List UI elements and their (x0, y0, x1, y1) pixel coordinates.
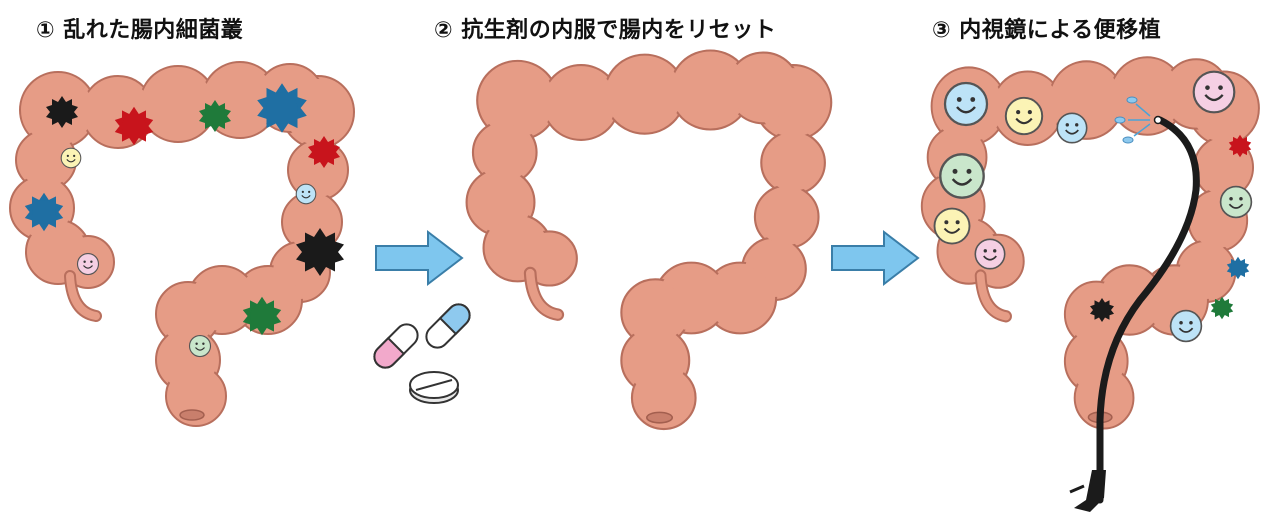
intestine-panel-2 (467, 50, 832, 429)
smiling-good-bacteria-icon (60, 147, 82, 169)
smiling-good-bacteria-icon (76, 252, 100, 276)
smiling-good-bacteria-icon (943, 81, 989, 127)
smiling-good-bacteria-icon (939, 153, 985, 199)
arrow-right-icon (831, 231, 919, 285)
smiling-good-bacteria-icon (933, 207, 971, 245)
panel-1-title: ① 乱れた腸内細菌叢 (36, 18, 244, 43)
endoscope-icon (1069, 96, 1200, 512)
smiling-good-bacteria-icon (1004, 96, 1044, 136)
smiling-good-bacteria-icon (974, 238, 1006, 270)
capsule-icon (373, 323, 419, 369)
tablet-icon (409, 371, 459, 404)
smiling-good-bacteria-icon (1169, 309, 1203, 343)
smiling-good-bacteria-icon (1192, 70, 1236, 114)
panel-2-title: ② 抗生剤の内服で腸内をリセット (434, 18, 777, 43)
panel-3-title: ③ 内視鏡による便移植 (932, 18, 1162, 43)
smiling-good-bacteria-icon (295, 183, 317, 205)
smiling-good-bacteria-icon (1219, 185, 1253, 219)
capsule-icon (425, 303, 471, 349)
smiling-good-bacteria-icon (1056, 112, 1088, 144)
arrow-right-icon (375, 231, 463, 285)
smiling-good-bacteria-icon (188, 334, 212, 358)
medicine-group (373, 303, 471, 404)
